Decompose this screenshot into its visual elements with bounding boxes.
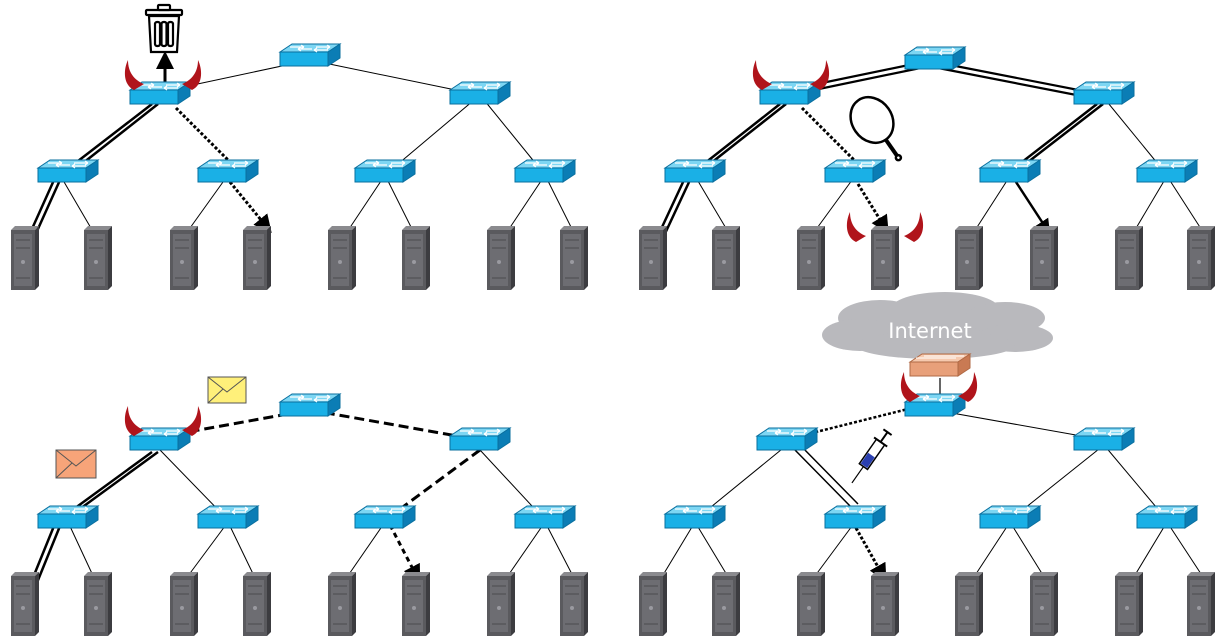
server-icon — [401, 571, 431, 636]
syringe-icon — [851, 428, 893, 484]
server-icon — [796, 571, 826, 636]
server-icon — [954, 225, 984, 291]
switch-icon — [279, 393, 341, 417]
switch-icon — [354, 159, 416, 183]
switch-icon — [197, 505, 259, 529]
server-icon — [327, 225, 357, 291]
server-icon — [1186, 571, 1216, 636]
server-icon — [83, 225, 113, 291]
magnifier-icon — [849, 95, 903, 162]
server-icon — [711, 225, 741, 291]
firewall-icon — [908, 353, 972, 377]
switch-icon — [1136, 159, 1198, 183]
panel-eavesdrop — [638, 46, 1216, 291]
internet-label: Internet — [888, 319, 971, 343]
server-icon — [401, 225, 431, 291]
switch-icon — [1136, 505, 1198, 529]
server-icon — [1186, 225, 1216, 291]
switch-icon — [1073, 427, 1135, 451]
server-icon — [486, 225, 516, 291]
switch-icon — [904, 46, 966, 70]
server-icon — [327, 571, 357, 636]
server-icon — [169, 225, 199, 291]
switch-icon — [1073, 81, 1135, 105]
switch-icon — [449, 81, 511, 105]
server-icon — [83, 571, 113, 636]
switch-icon — [514, 159, 576, 183]
server-icon — [169, 571, 199, 636]
switch-icon — [279, 43, 341, 67]
server-icon — [1029, 571, 1059, 636]
server-icon — [242, 225, 272, 291]
switch-icon — [664, 159, 726, 183]
server-icon — [486, 571, 516, 636]
server-icon — [1029, 225, 1059, 291]
panel-drop — [10, 3, 589, 291]
switch-icon — [979, 505, 1041, 529]
server-icon — [870, 571, 900, 636]
switch-icon — [354, 505, 416, 529]
server-icon — [10, 225, 40, 291]
switch-icon — [979, 159, 1041, 183]
server-icon — [954, 571, 984, 636]
server-icon — [559, 571, 589, 636]
switch-icon — [824, 505, 886, 529]
panel-inject: Internet — [638, 292, 1216, 636]
cloud-icon — [822, 292, 1053, 359]
switch-icon — [37, 159, 99, 183]
switch-icon — [449, 427, 511, 451]
envelope-icon — [207, 376, 247, 404]
server-icon — [638, 225, 668, 291]
switch-icon — [197, 159, 259, 183]
server-icon — [559, 225, 589, 291]
switch-icon — [664, 505, 726, 529]
server-icon — [1114, 225, 1144, 291]
switch-icon — [514, 505, 576, 529]
switch-icon — [756, 427, 818, 451]
server-icon — [638, 571, 668, 636]
server-icon — [242, 571, 272, 636]
server-icon — [870, 225, 900, 291]
trash-icon — [144, 3, 184, 54]
envelope-icon — [55, 449, 97, 479]
server-icon — [1114, 571, 1144, 636]
panel-forward — [10, 376, 589, 636]
switch-icon — [824, 159, 886, 183]
server-icon — [10, 571, 40, 636]
server-icon — [796, 225, 826, 291]
server-icon — [711, 571, 741, 636]
switch-icon — [37, 505, 99, 529]
